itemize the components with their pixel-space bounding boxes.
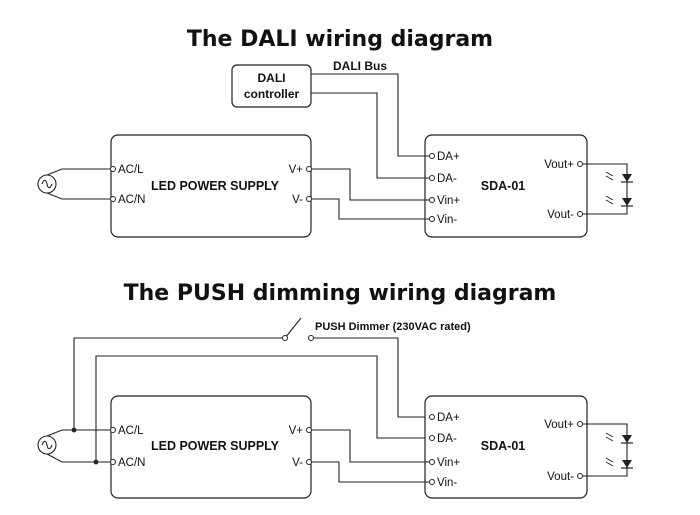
dali-sda-vinminus-label: Vin- [437,214,457,226]
push-wire-ac-n [46,453,111,463]
push-power-supply-label: LED POWER SUPPLY [151,439,280,453]
push-wire-switch-to-daplus [313,337,430,418]
push-switch-label: PUSH Dimmer (230VAC rated) [315,321,471,333]
dali-power-supply-label: LED POWER SUPPLY [151,179,280,193]
push-sda-voutminus-terminal [577,473,583,479]
push-sda-vinminus-terminal [429,479,435,485]
dali-ac-source-icon [37,174,57,194]
push-switch-terminal-left [282,335,288,341]
dali-sda-daminus-label: DA- [437,173,457,185]
push-wire-ac-l [46,429,111,437]
push-switch-lever [284,317,302,339]
dali-sda-voutminus-label: Vout- [547,209,574,221]
push-psu-acl-label: AC/L [118,425,144,437]
push-led-load-wire [582,423,628,477]
push-psu-acn-label: AC/N [118,457,145,469]
dali-led-icon-2 [620,197,634,207]
dali-psu-acl-label: AC/L [118,164,144,176]
dali-sda-daplus-terminal [429,153,435,159]
push-led-icon-2 [620,459,634,469]
dali-wire-ac-n [46,192,111,200]
dali-diagram-title: The DALI wiring diagram [187,27,493,52]
dali-sda-vinminus-terminal [429,216,435,222]
dali-sda-voutplus-label: Vout+ [544,159,574,171]
dali-bus-wire-daplus [311,73,430,157]
dali-wire-vminus-vinminus [311,198,430,220]
dali-sda01-box [424,134,588,238]
dali-sda-daminus-terminal [429,175,435,181]
push-sda-voutplus-terminal [577,421,583,427]
dali-wire-vplus-vinplus [311,168,430,201]
push-power-supply-box [110,395,312,499]
push-psu-acn-terminal [110,459,116,465]
dali-led-icon-1 [620,173,634,183]
push-wire-vminus-vinminus [311,461,430,483]
dali-power-supply-box [110,134,312,238]
push-switch-terminal-right [308,335,314,341]
push-diagram-title: The PUSH dimming wiring diagram [124,281,557,306]
push-wire-vplus-vinplus [311,429,430,463]
push-psu-vplus-terminal [306,427,312,433]
push-sda01-box [424,395,588,499]
push-ac-source-icon [37,435,57,455]
dali-light-emission-icon [605,171,614,205]
push-sda-voutplus-label: Vout+ [544,419,574,431]
dali-controller-box [231,64,312,108]
push-light-emission-icon [605,432,614,467]
push-sda-voutminus-label: Vout- [547,471,574,483]
push-led-icon-1 [620,434,634,444]
dali-sda-vinplus-terminal [429,197,435,203]
dali-psu-acn-label: AC/N [118,194,145,206]
push-sda-daminus-terminal [429,435,435,441]
dali-psu-acn-terminal [110,196,116,202]
dali-psu-acl-terminal [110,166,116,172]
push-psu-vminus-label: V- [292,457,303,469]
dali-sda01-label: SDA-01 [481,179,526,193]
push-psu-vminus-terminal [306,459,312,465]
dali-bus-label: DALI Bus [333,59,387,73]
push-sda-daplus-label: DA+ [437,412,460,424]
push-sda-vinplus-label: Vin+ [437,457,460,469]
dali-psu-vminus-label: V- [292,194,303,206]
dali-wire-ac-l [46,168,111,176]
dali-psu-vminus-terminal [306,196,312,202]
dali-sda-voutplus-terminal [577,161,583,167]
push-psu-vplus-label: V+ [289,425,304,437]
push-sda-vinminus-label: Vin- [437,477,457,489]
push-sda-daplus-terminal [429,414,435,420]
dali-psu-vplus-terminal [306,166,312,172]
push-wire-line-to-switch [73,337,283,430]
push-psu-acl-terminal [110,427,116,433]
dali-sda-vinplus-label: Vin+ [437,195,460,207]
dali-controller-label-line2: controller [244,87,300,101]
push-sda01-label: SDA-01 [481,439,526,453]
dali-psu-vplus-label: V+ [289,164,304,176]
dali-sda-daplus-label: DA+ [437,151,460,163]
push-junction-line [71,427,77,433]
dali-led-load-wire [582,163,628,215]
push-sda-vinplus-terminal [429,459,435,465]
dali-bus-wire-daminus [311,92,430,179]
push-sda-daminus-label: DA- [437,433,457,445]
dali-controller-label-line1: DALI [258,71,286,85]
dali-sda-voutminus-terminal [577,211,583,217]
push-wire-neutral-to-daminus [95,355,430,462]
push-junction-neutral [93,459,99,465]
